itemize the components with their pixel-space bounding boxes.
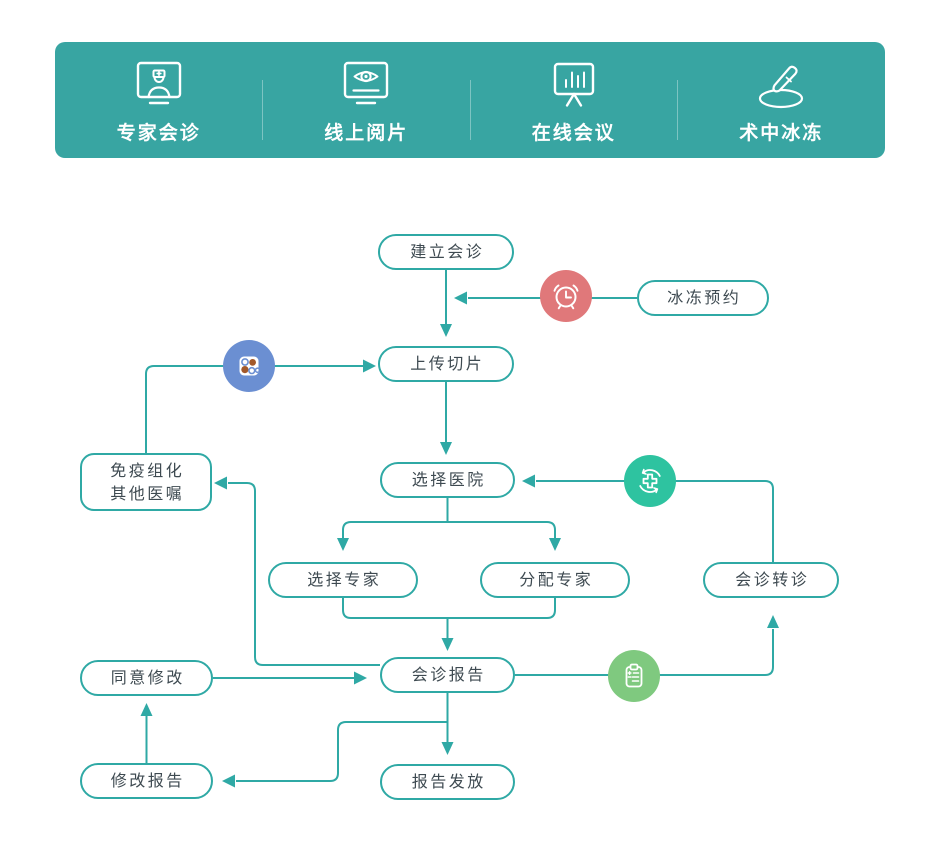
report-clipboard-badge xyxy=(608,650,660,702)
node-consult-report: 会诊报告 xyxy=(380,657,515,693)
node-label: 会诊转诊 xyxy=(735,570,810,590)
node-frozen-booking: 冰冻预约 xyxy=(637,280,769,316)
node-upload-slides: 上传切片 xyxy=(378,346,514,382)
node-agree-revision: 同意修改 xyxy=(80,660,213,696)
node-revise-report: 修改报告 xyxy=(80,763,213,799)
header-item-label: 线上阅片 xyxy=(324,122,409,144)
header-divider xyxy=(470,80,471,140)
node-label: 选择专家 xyxy=(307,570,382,590)
monitor-eye-icon xyxy=(344,61,389,105)
monitor-doctor-icon xyxy=(136,61,181,105)
node-label: 会诊报告 xyxy=(411,665,486,685)
node-label: 冰冻预约 xyxy=(667,288,742,308)
service-header: 专家会诊 线上阅片 在线会议 xyxy=(55,42,885,158)
alarm-clock-badge xyxy=(540,270,592,322)
node-label: 同意修改 xyxy=(110,668,185,688)
node-label: 分配专家 xyxy=(519,570,594,590)
node-label: 其他医嘱 xyxy=(110,484,185,503)
header-item-online-meeting[interactable]: 在线会议 xyxy=(470,42,678,158)
arrowheads xyxy=(140,291,779,788)
node-label: 建立会诊 xyxy=(410,242,485,262)
node-label: 免疫组化 xyxy=(110,460,185,480)
report-clipboard-icon xyxy=(625,663,643,688)
node-assign-expert: 分配专家 xyxy=(480,562,630,598)
presentation-chart-icon xyxy=(553,62,594,107)
transfer-plus-icon xyxy=(639,468,661,494)
node-label: 报告发放 xyxy=(411,772,486,792)
slide-tray-badge xyxy=(223,340,275,392)
node-consult-referral: 会诊转诊 xyxy=(703,562,839,598)
header-divider xyxy=(262,80,263,140)
header-item-label: 专家会诊 xyxy=(116,122,201,144)
node-label: 修改报告 xyxy=(110,771,185,791)
header-divider xyxy=(677,80,678,140)
header-item-online-reading[interactable]: 线上阅片 xyxy=(263,42,471,158)
node-select-expert: 选择专家 xyxy=(268,562,418,598)
header-item-frozen-section[interactable]: 术中冰冻 xyxy=(678,42,886,158)
scalpel-dish-icon xyxy=(759,65,804,109)
node-label: 选择医院 xyxy=(411,470,486,490)
slide-tray-icon xyxy=(239,356,259,376)
header-item-label: 术中冰冻 xyxy=(739,122,824,144)
node-create-consult: 建立会诊 xyxy=(378,234,514,270)
header-item-label: 在线会议 xyxy=(531,122,616,144)
header-item-expert-consult[interactable]: 专家会诊 xyxy=(55,42,263,158)
transfer-plus-badge xyxy=(624,455,676,507)
node-label: 上传切片 xyxy=(410,354,485,374)
node-ihc-orders: 免疫组化 其他医嘱 xyxy=(80,453,212,511)
alarm-clock-icon xyxy=(553,284,579,310)
node-issue-report: 报告发放 xyxy=(380,764,515,800)
node-select-hospital: 选择医院 xyxy=(380,462,515,498)
